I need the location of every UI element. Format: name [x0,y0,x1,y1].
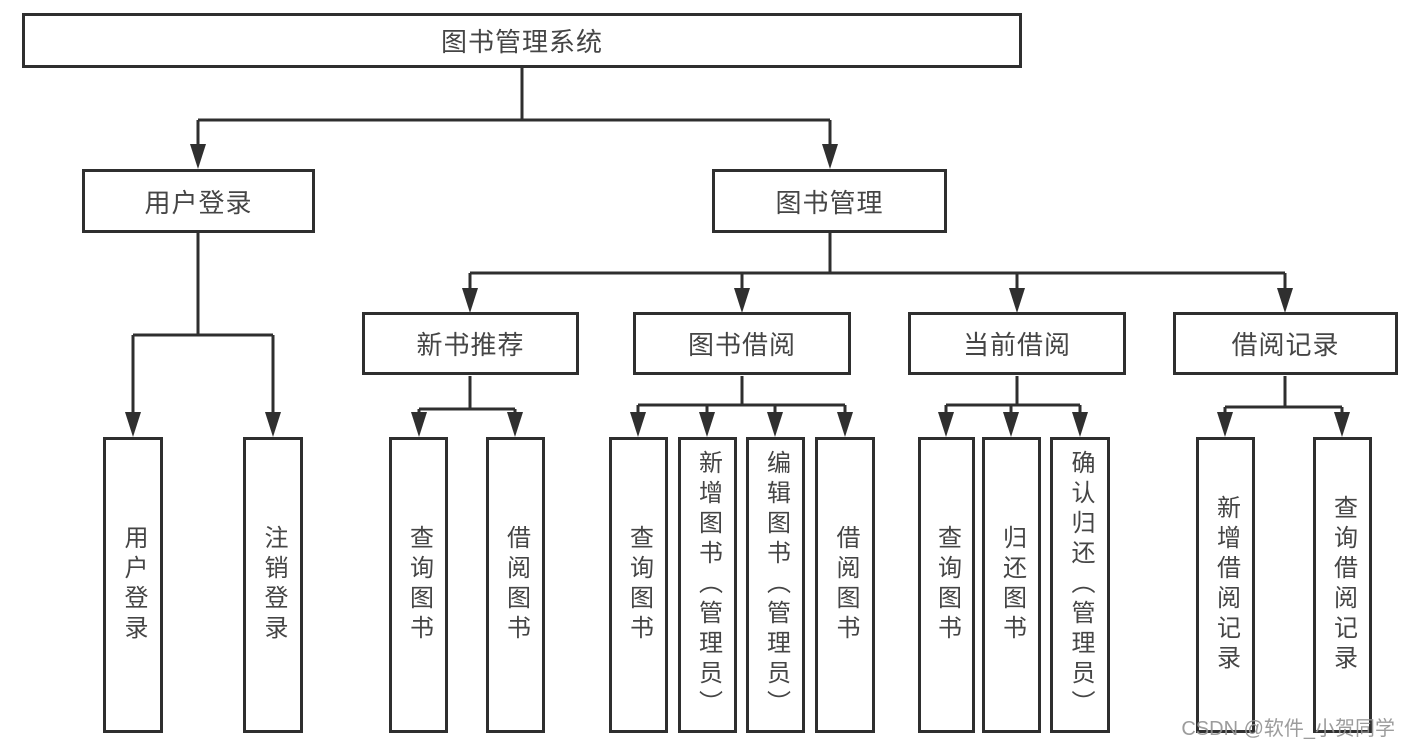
node-leaf-bb-add-book: 新增图书（管理员） [678,437,737,733]
node-leaf-bb-borrow-book: 借阅图书 [815,437,875,733]
node-leaf-br-query-record: 查询借阅记录 [1313,437,1372,733]
node-user-login-label: 用户登录 [144,187,253,218]
node-leaf-bb-add-book-label: 新增图书（管理员） [694,450,722,720]
node-current-borrow: 当前借阅 [908,312,1126,375]
arrowheads [125,144,1350,437]
node-new-book-rec-label: 新书推荐 [416,330,525,360]
node-book-mgmt: 图书管理 [712,169,947,233]
node-leaf-bb-query-book: 查询图书 [609,437,668,733]
node-leaf-br-add-record-label: 新增借阅记录 [1212,495,1240,675]
node-current-borrow-label: 当前借阅 [962,330,1071,360]
node-borrow-record: 借阅记录 [1173,312,1398,375]
node-leaf-user-login-label: 用户登录 [120,525,147,645]
node-leaf-br-add-record: 新增借阅记录 [1196,437,1255,733]
watermark: CSDN @软件_小贺同学 [1181,718,1395,740]
node-leaf-nb-query-book: 查询图书 [389,437,448,733]
node-leaf-bb-edit-book-label: 编辑图书（管理员） [762,450,790,720]
node-leaf-user-login: 用户登录 [103,437,163,733]
node-book-mgmt-label: 图书管理 [775,187,884,218]
node-leaf-logout: 注销登录 [243,437,303,733]
node-leaf-cb-return-book: 归还图书 [982,437,1041,733]
node-leaf-logout-label: 注销登录 [260,525,287,645]
node-new-book-rec: 新书推荐 [362,312,579,375]
node-leaf-cb-return-book-label: 归还图书 [998,525,1026,645]
node-book-borrow-label: 图书借阅 [687,330,796,360]
node-user-login: 用户登录 [82,169,315,233]
node-root-label: 图书管理系统 [440,27,603,57]
node-borrow-record-label: 借阅记录 [1231,330,1340,360]
node-leaf-nb-borrow-book-label: 借阅图书 [502,525,530,645]
node-leaf-bb-query-book-label: 查询图书 [625,525,653,645]
node-leaf-nb-borrow-book: 借阅图书 [486,437,545,733]
node-leaf-cb-query-book-label: 查询图书 [933,525,961,645]
node-leaf-cb-confirm-return-label: 确认归还（管理员） [1067,450,1094,720]
node-leaf-bb-borrow-book-label: 借阅图书 [832,525,859,645]
node-leaf-cb-query-book: 查询图书 [918,437,975,733]
node-leaf-bb-edit-book: 编辑图书（管理员） [746,437,805,733]
node-leaf-br-query-record-label: 查询借阅记录 [1329,495,1357,675]
node-leaf-cb-confirm-return: 确认归还（管理员） [1050,437,1110,733]
node-leaf-nb-query-book-label: 查询图书 [405,525,433,645]
node-root: 图书管理系统 [22,13,1022,68]
node-book-borrow: 图书借阅 [633,312,851,375]
